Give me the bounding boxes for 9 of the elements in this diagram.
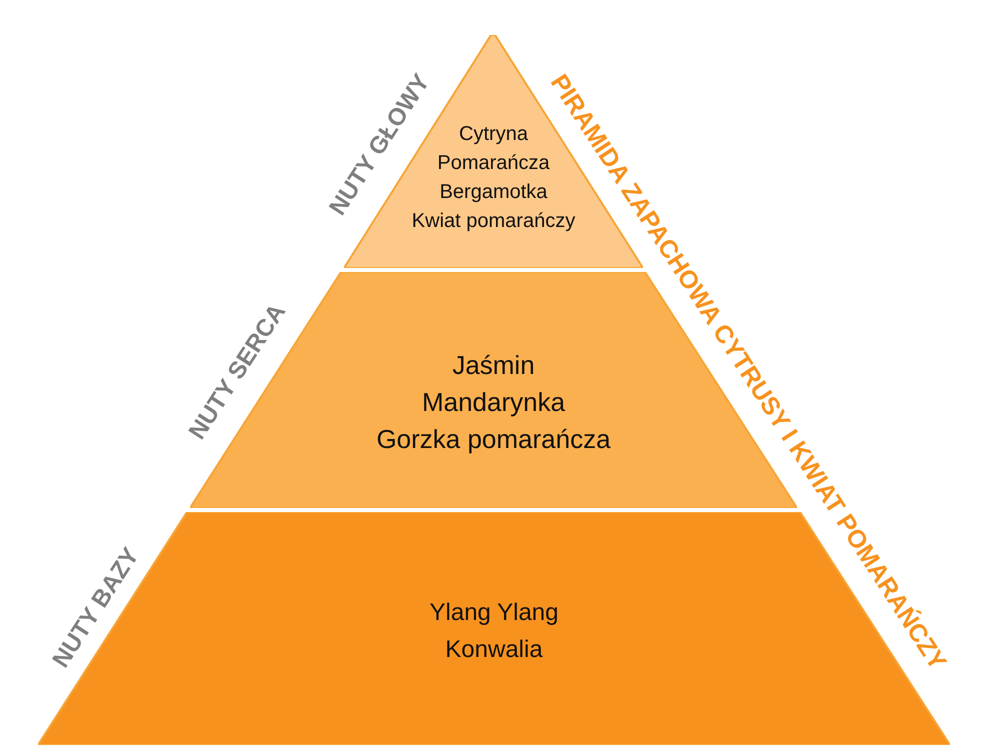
note-text: Bergamotka: [440, 180, 548, 205]
note-text: Mandarynka: [422, 386, 566, 419]
note-text: Pomarańcza: [437, 151, 550, 176]
note-text: Kwiat pomarańczy: [412, 209, 576, 234]
note-text: Konwalia: [445, 635, 543, 665]
note-text: Gorzka pomarańcza: [376, 423, 611, 456]
note-text: Ylang Ylang: [430, 598, 558, 628]
note-text: Cytryna: [459, 122, 528, 147]
note-text: Jaśmin: [452, 349, 535, 382]
